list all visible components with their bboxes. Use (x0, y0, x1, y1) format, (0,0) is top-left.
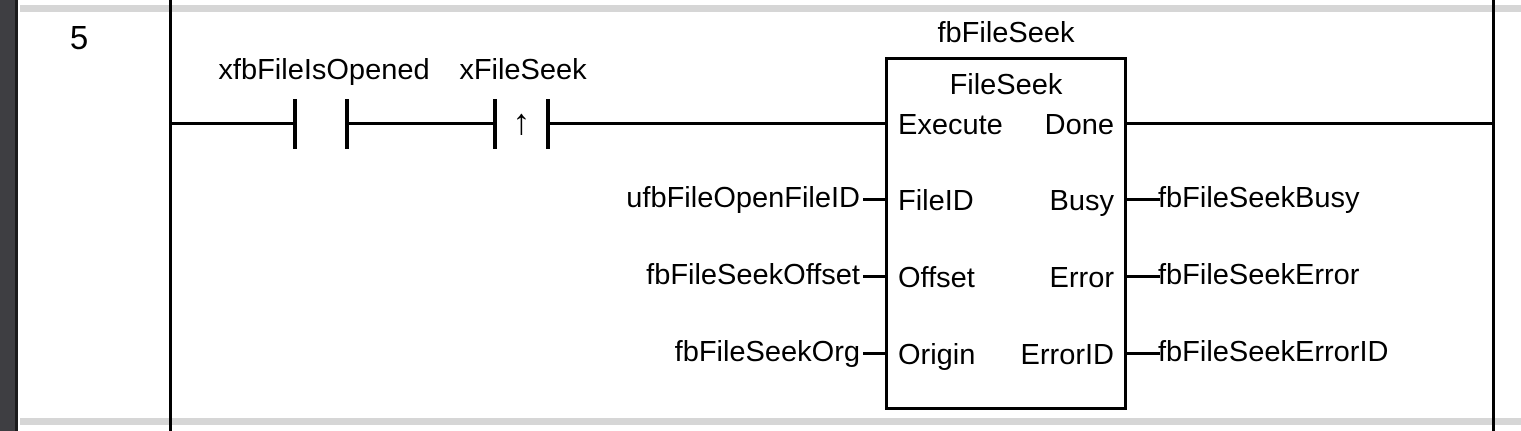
network-separator-top (20, 5, 1521, 12)
rising-edge-arrow-icon: ↑ (512, 101, 531, 142)
pin-origin: Origin (898, 339, 976, 371)
contact-bar-right (345, 99, 349, 149)
input-variable-offset[interactable]: fbFileSeekOffset (646, 259, 860, 291)
contact-bar-right (546, 99, 550, 149)
editor-gutter (0, 0, 15, 431)
wire-stub-origin (863, 352, 887, 355)
wire-contact-1-to-contact-2 (347, 122, 497, 125)
wire-stub-fileid (863, 198, 887, 201)
right-power-rail (1492, 0, 1495, 431)
wire-contact-2-to-execute (548, 122, 886, 125)
output-variable-errorid[interactable]: fbFileSeekErrorID (1158, 336, 1389, 368)
contact-bar-left (493, 99, 497, 149)
contact-normally-open-xfbfileisopened[interactable] (293, 99, 349, 149)
input-variable-origin[interactable]: fbFileSeekOrg (674, 336, 860, 368)
wire-stub-errorid (1124, 352, 1160, 355)
left-power-rail (169, 0, 172, 431)
pin-errorid: ErrorID (1020, 339, 1114, 371)
wire-done-to-right-rail (1124, 122, 1495, 125)
pin-execute: Execute (898, 109, 1003, 141)
network-separator-bottom (20, 418, 1521, 425)
contact-label-xfileseek: xFileSeek (459, 54, 587, 86)
input-variable-fileid[interactable]: ufbFileOpenFileID (626, 182, 860, 214)
editor-gutter-edge (15, 0, 18, 431)
function-block-type-name: FileSeek (949, 69, 1063, 101)
function-block-instance-name: fbFileSeek (937, 17, 1075, 49)
wire-rail-to-contact-1 (170, 122, 297, 125)
pin-error: Error (1049, 262, 1114, 294)
output-variable-busy[interactable]: fbFileSeekBusy (1158, 182, 1360, 214)
wire-stub-busy (1124, 198, 1160, 201)
function-block-fileseek[interactable]: FileSeek Execute FileID Offset Origin Do… (885, 57, 1127, 410)
wire-stub-error (1124, 275, 1160, 278)
contact-bar-left (293, 99, 297, 149)
contact-rising-edge-xfileseek[interactable]: ↑ (493, 99, 550, 149)
pin-done: Done (1044, 109, 1114, 141)
wire-stub-offset (863, 275, 887, 278)
output-variable-error[interactable]: fbFileSeekError (1158, 259, 1360, 291)
pin-busy: Busy (1049, 185, 1114, 217)
pin-offset: Offset (898, 262, 975, 294)
contact-label-xfbfileisopened: xfbFileIsOpened (218, 54, 430, 86)
pin-fileid: FileID (898, 185, 974, 217)
rung-number: 5 (69, 19, 89, 56)
